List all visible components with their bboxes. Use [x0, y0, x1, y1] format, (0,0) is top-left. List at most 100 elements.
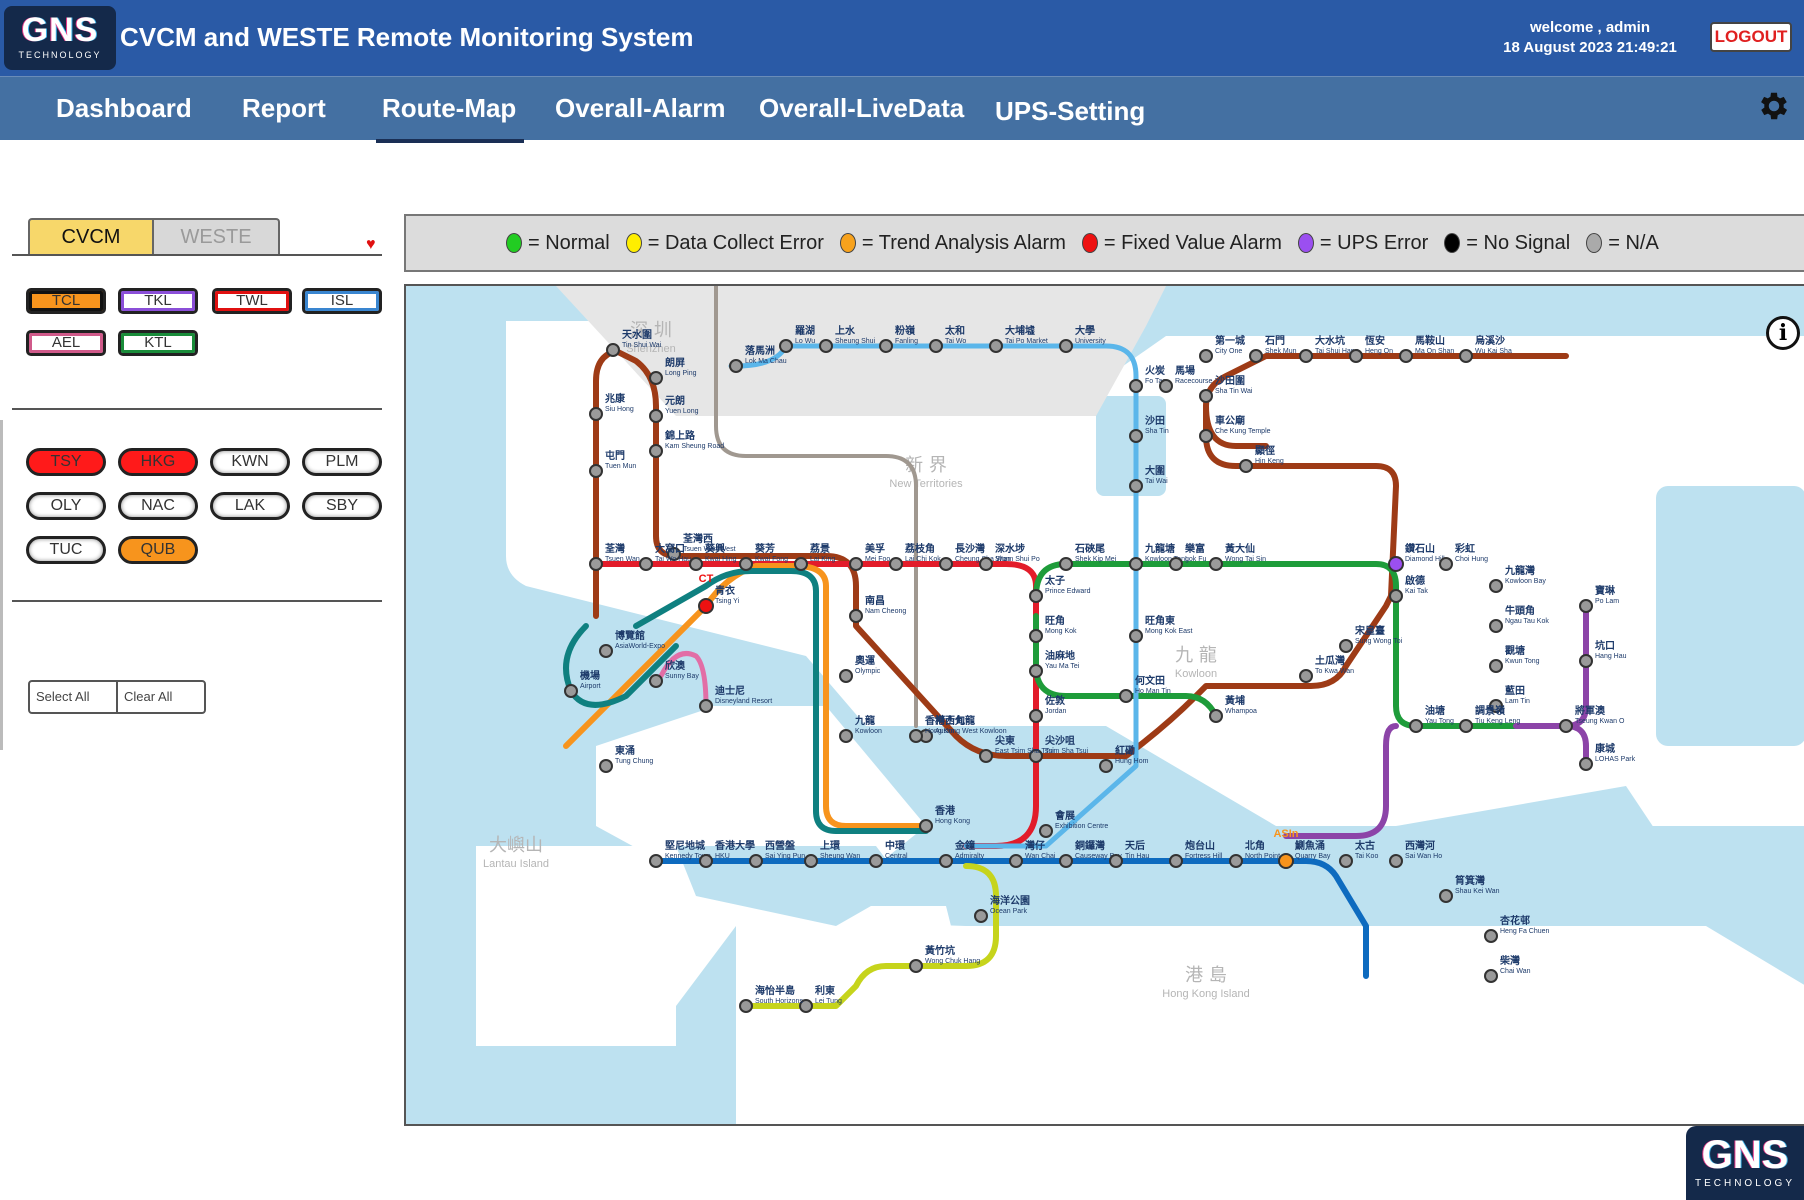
- station-label-zh[interactable]: 石門: [1264, 335, 1285, 347]
- station-label-en[interactable]: Whampoa: [1225, 708, 1257, 715]
- station-label-en[interactable]: Tin Shui Wai: [622, 342, 662, 349]
- station-label-zh[interactable]: 羅湖: [795, 324, 815, 337]
- station-label-en[interactable]: Mong Kok: [1045, 628, 1077, 635]
- station-label-en[interactable]: Sai Ying Pun: [765, 853, 805, 860]
- station-label-zh[interactable]: 會展: [1054, 809, 1075, 822]
- station-chip-kwn[interactable]: KWN: [210, 448, 290, 476]
- station-che-kung-temple[interactable]: [1199, 429, 1213, 443]
- station-label-zh[interactable]: 九龍灣: [1504, 564, 1535, 577]
- station-fortress-hill[interactable]: [1169, 854, 1183, 868]
- line-chip-ktl[interactable]: KTL: [118, 330, 198, 356]
- station-yau-ma-tei[interactable]: [1029, 664, 1043, 678]
- station-label-zh[interactable]: 北角: [1245, 839, 1265, 852]
- station-label-en[interactable]: Tsing Yi: [715, 598, 740, 605]
- station-sha-tin-wai[interactable]: [1199, 389, 1213, 403]
- station-hong-kong[interactable]: [919, 819, 933, 833]
- station-lai-king[interactable]: [794, 557, 808, 571]
- station-label-zh[interactable]: 沙田: [1145, 415, 1165, 427]
- station-label-en[interactable]: Prince Edward: [1045, 588, 1091, 595]
- station-label-en[interactable]: LOHAS Park: [1595, 756, 1636, 763]
- station-label-en[interactable]: Lai Chi Kok: [905, 556, 941, 563]
- station-siu-hong[interactable]: [589, 407, 603, 421]
- station-chip-plm[interactable]: PLM: [302, 448, 382, 476]
- station-label-zh[interactable]: 天水圍: [622, 328, 652, 341]
- station-lohas-park[interactable]: [1579, 757, 1593, 771]
- station-fanling[interactable]: [879, 339, 893, 353]
- station-label-en[interactable]: Shek Mun: [1265, 348, 1297, 355]
- station-label-en[interactable]: Tin Hau: [1125, 853, 1149, 860]
- station-label-zh[interactable]: 沙田圍: [1215, 375, 1245, 387]
- station-yuen-long[interactable]: [649, 409, 663, 423]
- station-label-en[interactable]: Shek Kip Mei: [1075, 556, 1117, 563]
- station-label-en[interactable]: Hang Hau: [1595, 653, 1627, 660]
- station-label-zh[interactable]: 海洋公園: [990, 894, 1030, 907]
- station-label-en[interactable]: Kwun Tong: [1505, 658, 1540, 665]
- station-wan-chai[interactable]: [1009, 854, 1023, 868]
- station-kowloon-bay[interactable]: [1489, 579, 1503, 593]
- station-label-zh[interactable]: 石硤尾: [1074, 542, 1105, 555]
- station-tai-wo-hau[interactable]: [639, 557, 653, 571]
- station-kowloon[interactable]: [839, 729, 853, 743]
- line-chip-isl[interactable]: ISL: [302, 288, 382, 314]
- station-label-zh[interactable]: 美孚: [865, 542, 885, 555]
- station-to-kwa-wan[interactable]: [1299, 669, 1313, 683]
- station-label-en[interactable]: Nam Cheong: [865, 608, 906, 615]
- station-label-zh[interactable]: 荃灣西: [683, 532, 713, 545]
- station-mei-foo[interactable]: [849, 557, 863, 571]
- gear-icon[interactable]: [1756, 88, 1792, 124]
- station-label-en[interactable]: AsiaWorld-Expo: [615, 643, 665, 650]
- station-label-zh[interactable]: 銅鑼灣: [1075, 839, 1105, 852]
- station-kwai-fong[interactable]: [739, 557, 753, 571]
- station-sung-wong-toi[interactable]: [1339, 639, 1353, 653]
- station-label-zh[interactable]: 黃大仙: [1225, 542, 1255, 555]
- station-heng-on[interactable]: [1349, 349, 1363, 363]
- station-label-zh[interactable]: 馬場: [1175, 364, 1195, 377]
- station-label-en[interactable]: Mong Kok East: [1145, 628, 1193, 635]
- station-label-en[interactable]: Wan Chai: [1025, 853, 1056, 860]
- station-sha-tin[interactable]: [1129, 429, 1143, 443]
- station-tai-wai[interactable]: [1129, 479, 1143, 493]
- station-label-zh[interactable]: 鰂魚涌: [1294, 839, 1325, 852]
- station-label-zh[interactable]: 尖沙咀: [1045, 734, 1075, 747]
- station-chip-sby[interactable]: SBY: [302, 492, 382, 520]
- station-label-zh[interactable]: 牛頭角: [1505, 604, 1535, 617]
- station-label-en[interactable]: Hong Kong West Kowloon: [925, 728, 1007, 735]
- station-label-en[interactable]: Ngau Tau Kok: [1505, 618, 1549, 625]
- station-label-en[interactable]: Olympic: [855, 668, 881, 675]
- station-label-en[interactable]: Tsim Sha Tsui: [1045, 748, 1088, 755]
- station-lok-fu[interactable]: [1169, 557, 1183, 571]
- station-ho-man-tin[interactable]: [1119, 689, 1133, 703]
- station-shau-kei-wan[interactable]: [1439, 889, 1453, 903]
- station-label-en[interactable]: Kai Tak: [1405, 588, 1428, 595]
- nav-report[interactable]: Report: [242, 93, 326, 123]
- station-label-en[interactable]: Yau Tong: [1425, 718, 1454, 725]
- station-label-en[interactable]: Tai Po Market: [1005, 338, 1048, 345]
- station-label-zh[interactable]: 海怡半島: [755, 984, 795, 997]
- station-label-en[interactable]: Tai Wo: [945, 338, 966, 345]
- station-heng-fa-chuen[interactable]: [1484, 929, 1498, 943]
- station-label-en[interactable]: Kwai Fong: [755, 556, 788, 563]
- station-label-zh[interactable]: 恆安: [1364, 334, 1385, 347]
- station-label-zh[interactable]: 落馬洲: [745, 344, 775, 357]
- station-label-en[interactable]: Sheung Shui: [835, 338, 876, 345]
- station-south-horizons[interactable]: [739, 999, 753, 1013]
- station-label-en[interactable]: Diamond Hill: [1405, 556, 1445, 563]
- station-label-en[interactable]: Yau Ma Tei: [1045, 663, 1080, 670]
- station-shek-mun[interactable]: [1249, 349, 1263, 363]
- station-label-en[interactable]: Heng On: [1365, 348, 1393, 355]
- station-label-en[interactable]: Choi Hung: [1455, 556, 1488, 563]
- station-kwai-hing[interactable]: [689, 557, 703, 571]
- station-lam-tin[interactable]: [1489, 699, 1503, 713]
- line-chip-ael[interactable]: AEL: [26, 330, 106, 356]
- station-tsuen-wan[interactable]: [589, 557, 603, 571]
- station-nam-cheong[interactable]: [849, 609, 863, 623]
- station-label-zh[interactable]: 屯門: [605, 449, 625, 462]
- station-lei-tung[interactable]: [799, 999, 813, 1013]
- station-label-en[interactable]: Hung Hom: [1115, 758, 1149, 765]
- station-tin-shui-wai[interactable]: [606, 343, 620, 357]
- station-sheung-shui[interactable]: [819, 339, 833, 353]
- select-all-button[interactable]: Select All: [30, 682, 118, 712]
- station-label-zh[interactable]: 葵興: [705, 542, 725, 555]
- station-label-en[interactable]: Mei Foo: [865, 556, 890, 563]
